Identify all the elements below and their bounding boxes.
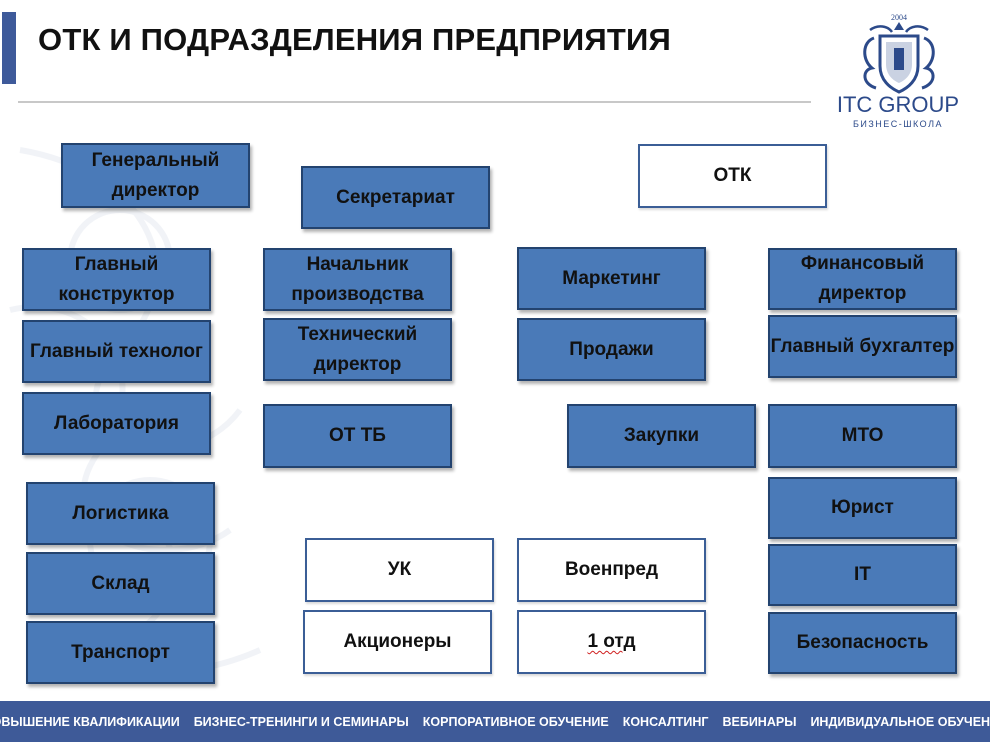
title-divider — [18, 101, 811, 103]
box-general-director: Генеральный директор — [61, 143, 250, 208]
box-chief-technologist: Главный технолог — [22, 320, 211, 383]
box-procurement: Закупки — [567, 404, 756, 468]
footer-link-corporate[interactable]: КОРПОРАТИВНОЕ ОБУЧЕНИЕ — [422, 714, 609, 729]
footer-link-individual[interactable]: ИНДИВИДУАЛЬНОЕ ОБУЧЕНИЕ — [810, 714, 990, 729]
page-title: ОТК И ПОДРАЗДЕЛЕНИЯ ПРЕДПРИЯТИЯ — [38, 22, 671, 57]
box-ot-tb: ОТ ТБ — [263, 404, 452, 468]
box-secretariat: Секретариат — [301, 166, 490, 229]
box-shareholders: Акционеры — [303, 610, 492, 674]
box-chief-designer: Главный конструктор — [22, 248, 211, 311]
box-lawyer: Юрист — [768, 477, 957, 539]
box-technical-director: Технический директор — [263, 318, 452, 381]
footer-nav: ПОВЫШЕНИЕ КВАЛИФИКАЦИИ БИЗНЕС-ТРЕНИНГИ И… — [0, 701, 990, 742]
box-security: Безопасность — [768, 612, 957, 674]
box-mto: МТО — [768, 404, 957, 468]
box-otk: ОТК — [638, 144, 827, 208]
title-accent-bar — [2, 12, 16, 84]
first-dept-label: 1 отд — [587, 631, 636, 652]
box-sales: Продажи — [517, 318, 706, 381]
logo-year: 2004 — [891, 13, 907, 22]
box-chief-accountant: Главный бухгалтер — [768, 315, 957, 378]
box-warehouse: Склад — [26, 552, 215, 615]
crest-icon: 2004 — [863, 13, 935, 94]
box-first-dept: 1 отд — [517, 610, 706, 674]
box-uk: УК — [305, 538, 494, 602]
box-logistics: Логистика — [26, 482, 215, 545]
box-it: IT — [768, 544, 957, 606]
footer-link-consulting[interactable]: КОНСАЛТИНГ — [622, 714, 709, 729]
footer-link-trainings[interactable]: БИЗНЕС-ТРЕНИНГИ И СЕМИНАРЫ — [193, 714, 409, 729]
box-military-rep: Военпред — [517, 538, 706, 602]
box-marketing: Маркетинг — [517, 247, 706, 310]
box-transport: Транспорт — [26, 621, 215, 684]
footer-link-webinars[interactable]: ВЕБИНАРЫ — [722, 714, 797, 729]
box-laboratory: Лаборатория — [22, 392, 211, 455]
logo-name: ITC GROUP — [836, 92, 960, 117]
box-finance-director: Финансовый директор — [768, 248, 957, 310]
footer-link-qualification[interactable]: ПОВЫШЕНИЕ КВАЛИФИКАЦИИ — [0, 714, 180, 729]
box-production-head: Начальник производства — [263, 248, 452, 311]
logo-subtitle: БИЗНЕС-ШКОЛА — [852, 119, 943, 129]
